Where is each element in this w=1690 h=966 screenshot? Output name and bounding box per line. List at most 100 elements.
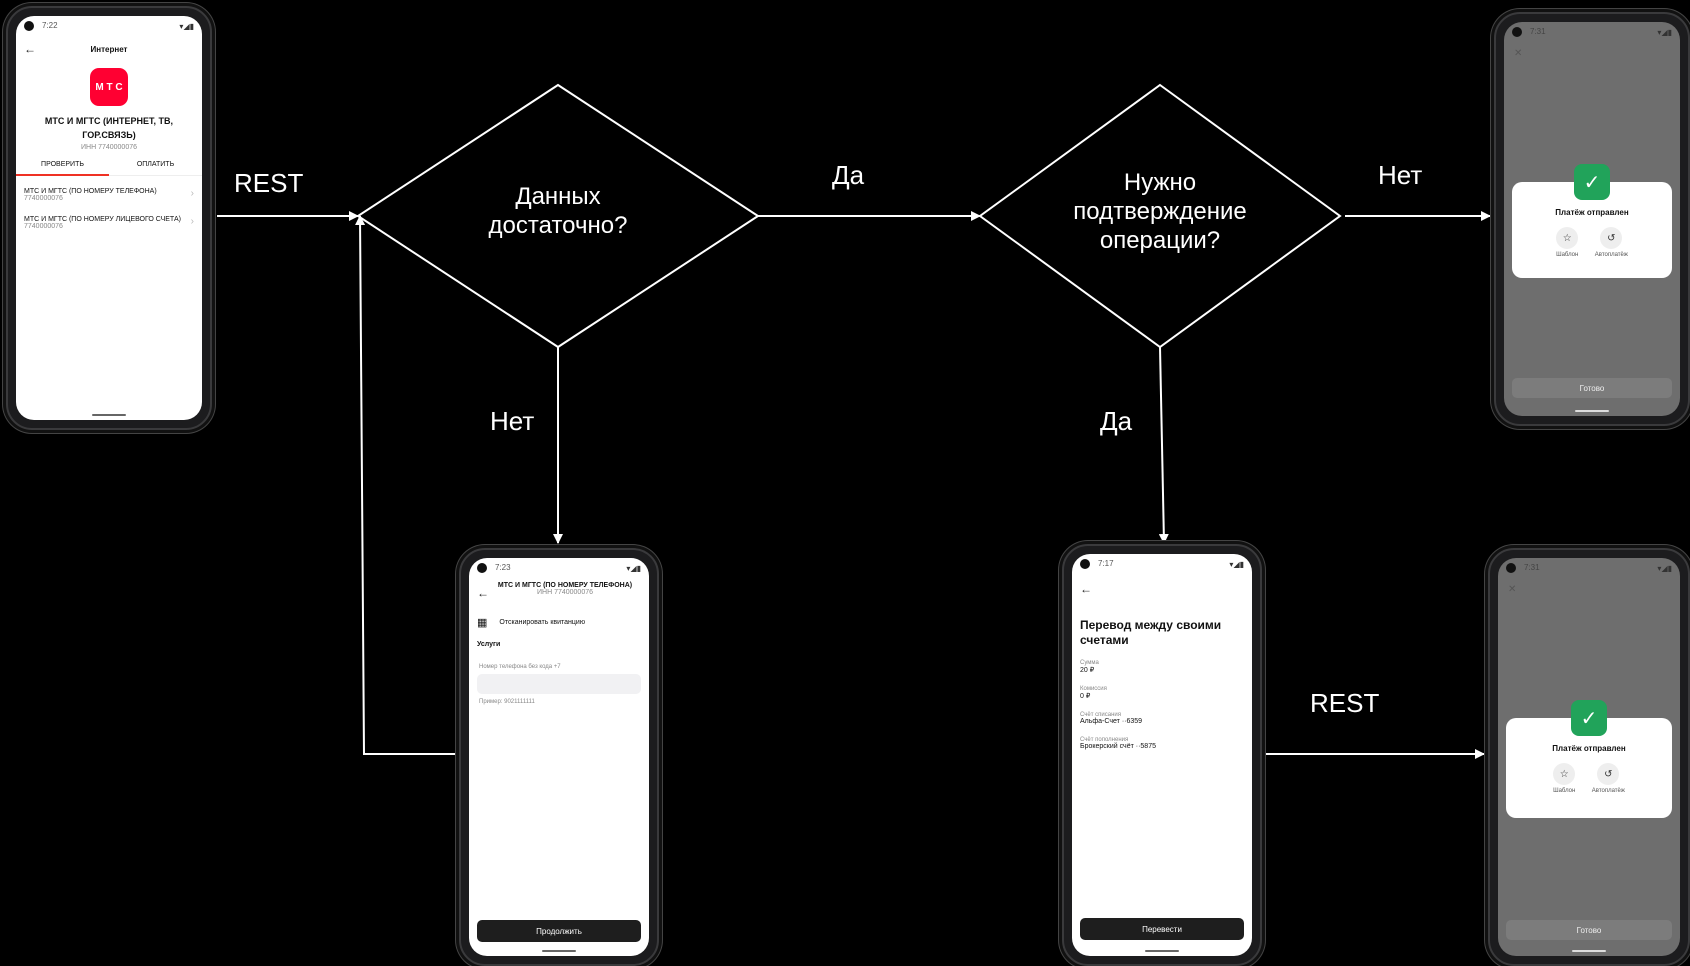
label-rest-2: REST xyxy=(1310,688,1380,718)
page-title: МТС И МГТС (ПО НОМЕРУ ТЕЛЕФОНА) xyxy=(497,582,633,589)
phone-success-top: 7:31 ▾◢▮ ✕ ✓ Платёж отправлен ☆ Шаблон ↺… xyxy=(1494,12,1690,426)
camera-icon xyxy=(1506,563,1516,573)
page-inn: ИНН 7740000076 xyxy=(536,589,594,596)
page-title: Интернет xyxy=(90,44,128,54)
chevron-right-icon: › xyxy=(190,188,194,199)
star-icon: ☆ xyxy=(1553,763,1576,785)
done-button[interactable]: Готово xyxy=(1506,920,1672,940)
autopay-button[interactable]: ↺ Автоплатёж xyxy=(1592,763,1625,794)
camera-icon xyxy=(477,563,487,573)
status-bar: 7:31 ▾◢▮ xyxy=(1498,558,1680,578)
back-arrow-icon[interactable]: ← xyxy=(24,42,36,56)
label-yes-2: Да xyxy=(1100,406,1133,436)
screen-input: 7:23 ▾◢▮ ← МТС И МГТС (ПО НОМЕРУ ТЕЛЕФОН… xyxy=(469,558,649,956)
arrow-yes-2 xyxy=(1158,346,1169,544)
template-button[interactable]: ☆ Шаблон xyxy=(1556,227,1578,258)
provider-logo: М Т С xyxy=(90,68,128,106)
detail-label: Сумма xyxy=(1080,660,1099,666)
detail-row: Комиссия 0 ₽ xyxy=(1072,674,1252,700)
status-bar: 7:23 ▾◢▮ xyxy=(469,558,649,578)
signal-icon: ▾◢▮ xyxy=(179,21,194,31)
list-item[interactable]: МТС И МГТС (ПО НОМЕРУ ТЕЛЕФОНА) 77400000… xyxy=(16,176,202,202)
section-title: Услуги xyxy=(477,641,501,648)
transfer-button[interactable]: Перевести xyxy=(1080,918,1244,940)
arrow-loop-back xyxy=(355,215,457,755)
phone-provider: 7:22 ▾◢▮ ← Интернет М Т С МТС И МГТС (ИН… xyxy=(6,6,212,430)
camera-icon xyxy=(24,21,34,31)
page-title: Перевод между своими счетами xyxy=(1080,618,1222,647)
close-icon[interactable]: ✕ xyxy=(1508,584,1517,595)
tab-check[interactable]: ПРОВЕРИТЬ xyxy=(16,161,109,176)
autopay-button[interactable]: ↺ Автоплатёж xyxy=(1595,227,1628,258)
provider-name: МТС И МГТС (ИНТЕРНЕТ, ТВ, ГОР.СВЯЗЬ) xyxy=(44,116,174,140)
autopay-label: Автоплатёж xyxy=(1591,788,1625,794)
screen-transfer: 7:17 ▾◢▮ ← Перевод между своими счетами … xyxy=(1072,554,1252,956)
phone-transfer: 7:17 ▾◢▮ ← Перевод между своими счетами … xyxy=(1062,544,1262,966)
close-icon[interactable]: ✕ xyxy=(1514,48,1523,59)
history-icon: ↺ xyxy=(1597,763,1620,785)
checkmark-icon: ✓ xyxy=(1571,700,1607,736)
star-icon: ☆ xyxy=(1556,227,1579,249)
back-arrow-icon[interactable]: ← xyxy=(477,586,489,600)
decision-1-text: Данных достаточно? xyxy=(488,183,628,239)
back-arrow-icon[interactable]: ← xyxy=(1080,582,1092,596)
detail-label: Комиссия xyxy=(1080,686,1107,692)
signal-icon: ▾◢▮ xyxy=(1657,563,1672,573)
autopay-label: Автоплатёж xyxy=(1594,252,1628,258)
status-time: 7:31 xyxy=(1524,563,1540,573)
done-button[interactable]: Готово xyxy=(1512,378,1672,398)
label-no-2: Нет xyxy=(1378,160,1423,190)
detail-row: Счёт пополнения Брокерский счёт ··5875 xyxy=(1072,725,1252,750)
modal-title: Платёж отправлен xyxy=(1552,744,1626,753)
list-item-title: МТС И МГТС (ПО НОМЕРУ ЛИЦЕВОГО СЧЕТА) xyxy=(24,216,181,223)
detail-row: Счёт списания Альфа-Счет ··6359 xyxy=(1072,700,1252,725)
status-bar: 7:17 ▾◢▮ xyxy=(1072,554,1252,574)
continue-button[interactable]: Продолжить xyxy=(477,920,641,942)
home-indicator xyxy=(1145,950,1179,952)
template-button[interactable]: ☆ Шаблон xyxy=(1553,763,1575,794)
list-item-sub: 7740000076 xyxy=(24,195,63,202)
signal-icon: ▾◢▮ xyxy=(626,563,641,573)
status-time: 7:17 xyxy=(1098,559,1114,569)
success-modal: ✓ Платёж отправлен ☆ Шаблон ↺ Автоплатёж xyxy=(1506,700,1672,818)
detail-value: Альфа-Счет ··6359 xyxy=(1080,718,1143,725)
detail-value: 0 ₽ xyxy=(1080,693,1091,700)
camera-icon xyxy=(1512,27,1522,37)
template-label: Шаблон xyxy=(1553,788,1576,794)
phone-success-bottom: 7:31 ▾◢▮ ✕ ✓ Платёж отправлен ☆ Шаблон ↺… xyxy=(1488,548,1690,966)
screen-success: 7:31 ▾◢▮ ✕ ✓ Платёж отправлен ☆ Шаблон ↺… xyxy=(1498,558,1680,956)
detail-label: Счёт списания xyxy=(1080,712,1121,718)
chevron-right-icon: › xyxy=(190,216,194,227)
scan-label: Отсканировать квитанцию xyxy=(499,619,586,626)
status-bar: 7:22 ▾◢▮ xyxy=(16,16,202,36)
camera-icon xyxy=(1080,559,1090,569)
home-indicator xyxy=(542,950,576,952)
label-no-1: Нет xyxy=(490,406,535,436)
screen-success: 7:31 ▾◢▮ ✕ ✓ Платёж отправлен ☆ Шаблон ↺… xyxy=(1504,22,1680,416)
home-indicator xyxy=(92,414,126,416)
status-time: 7:31 xyxy=(1530,27,1546,37)
status-time: 7:23 xyxy=(495,563,511,573)
label-yes-1: Да xyxy=(832,160,865,190)
phone-input: 7:23 ▾◢▮ ← МТС И МГТС (ПО НОМЕРУ ТЕЛЕФОН… xyxy=(459,548,659,966)
input-hint: Пример: 9021111111 xyxy=(479,699,535,705)
success-modal: ✓ Платёж отправлен ☆ Шаблон ↺ Автоплатёж xyxy=(1512,164,1672,278)
history-icon: ↺ xyxy=(1600,227,1623,249)
list-item-sub: 7740000076 xyxy=(24,223,63,230)
scan-receipt-button[interactable]: ▦ Отсканировать квитанцию xyxy=(469,604,649,629)
modal-title: Платёж отправлен xyxy=(1555,208,1629,217)
signal-icon: ▾◢▮ xyxy=(1229,559,1244,569)
home-indicator xyxy=(1575,410,1609,412)
phone-number-input[interactable] xyxy=(477,674,641,694)
home-indicator xyxy=(1572,950,1606,952)
detail-label: Счёт пополнения xyxy=(1080,737,1129,743)
template-label: Шаблон xyxy=(1556,252,1579,258)
list-item-title: МТС И МГТС (ПО НОМЕРУ ТЕЛЕФОНА) xyxy=(24,188,157,195)
signal-icon: ▾◢▮ xyxy=(1657,27,1672,37)
checkmark-icon: ✓ xyxy=(1574,164,1610,200)
list-item[interactable]: МТС И МГТС (ПО НОМЕРУ ЛИЦЕВОГО СЧЕТА) 77… xyxy=(16,202,202,230)
tab-pay[interactable]: ОПЛАТИТЬ xyxy=(109,161,202,176)
label-rest-1: REST xyxy=(234,168,304,198)
detail-value: 20 ₽ xyxy=(1080,667,1095,674)
